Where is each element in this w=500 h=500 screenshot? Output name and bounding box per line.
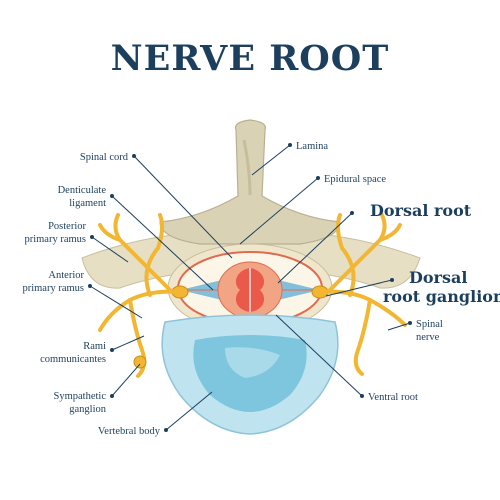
right-nerves <box>318 213 407 376</box>
leader-lines <box>89 144 411 431</box>
label-drg-line1: Dorsal <box>409 268 467 287</box>
label-epidural-space: Epidural space <box>324 174 386 185</box>
label-ventral-root: Ventral root <box>368 392 418 403</box>
label-sympathetic-line2: ganglion <box>69 404 106 415</box>
label-dorsal-root: Dorsal root <box>370 201 472 220</box>
lamina-shading <box>242 139 252 196</box>
label-anterior-line2: primary ramus <box>22 283 84 294</box>
label-anterior-line1: Anterior <box>48 270 84 281</box>
label-sympathetic-line1: Sympathetic <box>54 391 107 402</box>
label-rami-line1: Rami <box>83 341 106 352</box>
label-spinal-cord: Spinal cord <box>80 152 129 163</box>
label-rami-line2: communicantes <box>40 354 106 365</box>
diagram-title: NERVE ROOT <box>111 38 390 79</box>
label-spinal-nerve-line2: nerve <box>416 332 440 343</box>
vertebral-body-highlight <box>225 347 280 378</box>
leader-dots <box>88 143 412 432</box>
label-denticulate-line1: Denticulate <box>58 185 107 196</box>
sympathetic-ganglion <box>133 355 147 369</box>
label-denticulate-line2: ligament <box>69 198 106 209</box>
left-nerves <box>98 213 182 378</box>
label-drg-line2: root ganglion <box>383 287 500 306</box>
label-posterior-line1: Posterior <box>48 221 86 232</box>
label-lamina: Lamina <box>296 141 328 152</box>
label-spinal-nerve-line1: Spinal <box>416 319 443 330</box>
label-vertebral-body: Vertebral body <box>98 426 161 437</box>
label-posterior-line2: primary ramus <box>24 234 86 245</box>
